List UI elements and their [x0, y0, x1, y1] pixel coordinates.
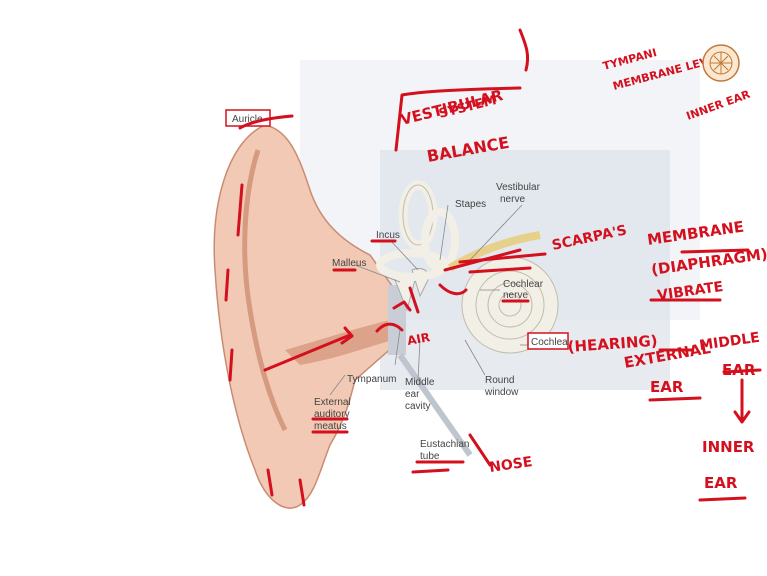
cochlea-label: Cochlea	[531, 337, 568, 348]
stapes-label: Stapes	[455, 199, 486, 210]
cochlear-nerve-label-1: Cochlear	[503, 279, 544, 290]
cochlear-nerve-label-2: nerve	[503, 290, 528, 301]
middle-ear-label-2: ear	[405, 389, 420, 400]
round-window-label-1: Round	[485, 375, 514, 386]
vestibular-nerve-label-1: Vestibular	[496, 182, 541, 193]
external-meatus-label-3: meatus	[314, 421, 347, 432]
annot-ear-3: EAR	[704, 474, 738, 492]
eustachian-label-2: tube	[420, 451, 440, 462]
annot-ear-1: EAR	[650, 378, 684, 396]
annot-nose: NOSE	[488, 454, 533, 476]
annot-inner: INNER	[702, 438, 755, 456]
tympanum-label: Tympanum	[347, 374, 396, 385]
middle-ear-label-1: Middle	[405, 377, 435, 388]
round-window-label-2: window	[484, 387, 519, 398]
annot-middle: MIDDLE	[698, 330, 761, 354]
eustachian-label-1: Eustachian	[420, 439, 469, 450]
vestibular-nerve-label-2: nerve	[500, 194, 525, 205]
malleus-label: Malleus	[332, 258, 366, 269]
incus-label: Incus	[376, 230, 400, 241]
institute-logo	[703, 45, 739, 81]
external-meatus-label-1: External	[314, 397, 351, 408]
annot-ear-2: EAR	[722, 361, 756, 379]
middle-ear-label-3: cavity	[405, 401, 431, 412]
